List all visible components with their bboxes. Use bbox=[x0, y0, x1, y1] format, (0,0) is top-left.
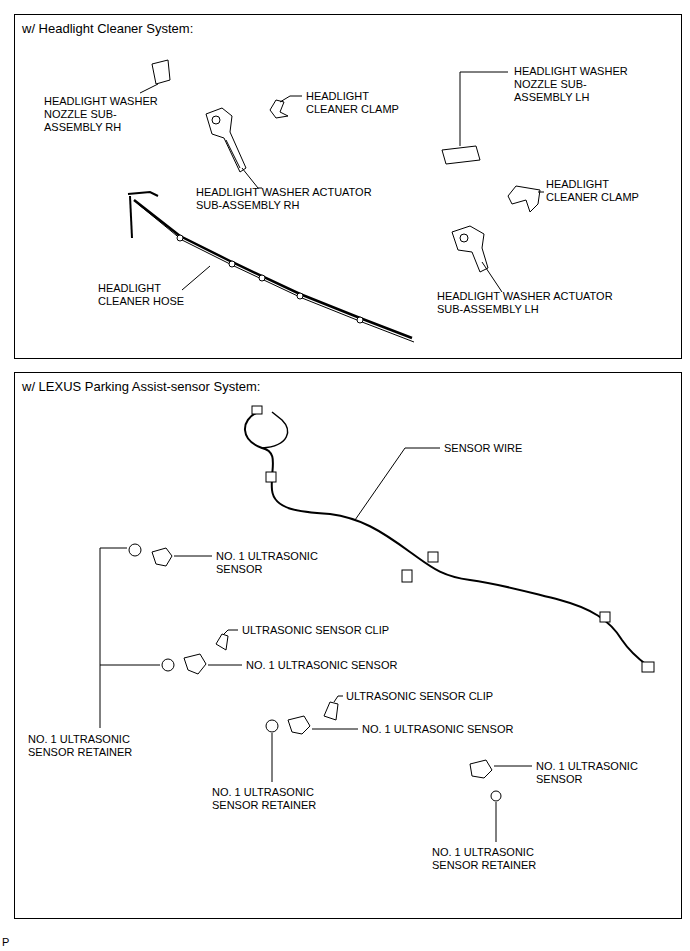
part-label: HEADLIGHT WASHER ACTUATOR SUB-ASSEMBLY L… bbox=[437, 290, 637, 316]
part-label: HEADLIGHT WASHER NOZZLE SUB-ASSEMBLY LH bbox=[514, 65, 632, 104]
part-label: ULTRASONIC SENSOR CLIP bbox=[346, 690, 493, 703]
part-label: NO. 1 ULTRASONIC SENSOR bbox=[246, 659, 397, 672]
part-label: HEADLIGHT CLEANER HOSE bbox=[98, 282, 198, 308]
part-label: NO. 1 ULTRASONIC SENSOR RETAINER bbox=[212, 786, 337, 812]
part-label: NO. 1 ULTRASONIC SENSOR bbox=[362, 723, 513, 736]
part-label: ULTRASONIC SENSOR CLIP bbox=[242, 624, 389, 637]
part-label: P bbox=[2, 936, 9, 949]
panel-heading: w/ Headlight Cleaner System: bbox=[22, 21, 681, 36]
part-label: NO. 1 ULTRASONIC SENSOR RETAINER bbox=[28, 733, 153, 759]
part-label: NO. 1 ULTRASONIC SENSOR bbox=[536, 760, 654, 786]
part-label: HEADLIGHT CLEANER CLAMP bbox=[306, 90, 406, 116]
part-label: HEADLIGHT CLEANER CLAMP bbox=[546, 178, 646, 204]
panel-heading: w/ LEXUS Parking Assist-sensor System: bbox=[22, 379, 681, 394]
part-label: NO. 1 ULTRASONIC SENSOR bbox=[216, 550, 334, 576]
system-panel: w/ LEXUS Parking Assist-sensor System: bbox=[14, 372, 682, 919]
part-label: SENSOR WIRE bbox=[444, 442, 522, 455]
part-label: NO. 1 ULTRASONIC SENSOR RETAINER bbox=[432, 846, 557, 872]
part-label: HEADLIGHT WASHER NOZZLE SUB-ASSEMBLY RH bbox=[44, 95, 162, 134]
part-label: HEADLIGHT WASHER ACTUATOR SUB-ASSEMBLY R… bbox=[196, 186, 396, 212]
